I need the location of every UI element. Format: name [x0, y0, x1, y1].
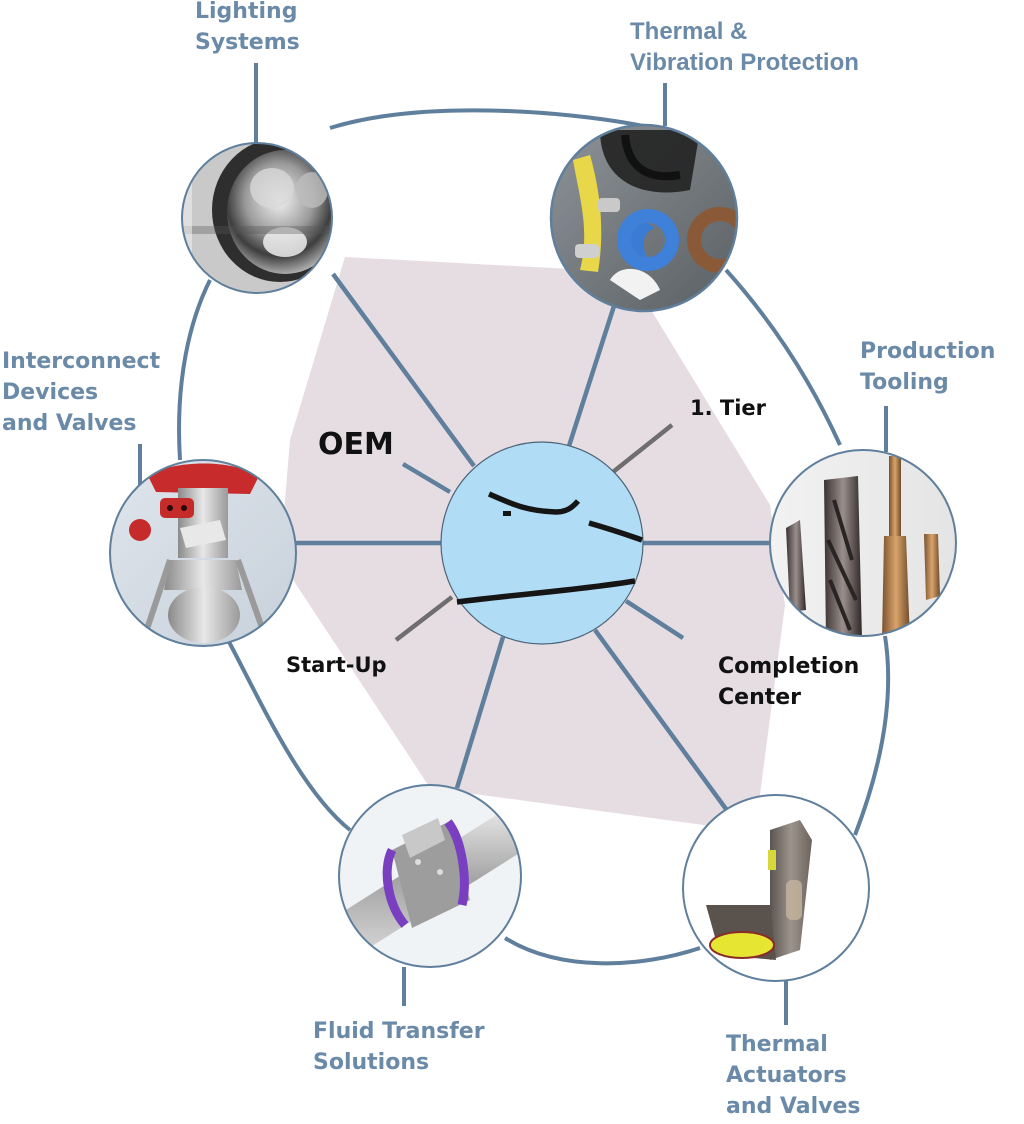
- label-startup: Start-Up: [286, 653, 387, 677]
- aircraft-silhouette-icon: [456, 491, 643, 605]
- connector-completion: [624, 599, 685, 640]
- label-thermal-vibration: Thermal & Vibration Protection: [630, 16, 859, 78]
- label-line: Solutions: [313, 1050, 430, 1075]
- leader-lines: [138, 63, 888, 1025]
- photo-fluid-transfer[interactable]: [330, 784, 540, 968]
- spoke-fluid-transfer: [454, 636, 506, 789]
- label-completion: Completion Center: [718, 651, 859, 713]
- label-line: Completion: [718, 654, 860, 679]
- label-tier1: 1. Tier: [690, 396, 766, 420]
- label-line: Thermal &: [630, 18, 748, 45]
- label-line: Lighting: [195, 0, 298, 24]
- label-line: OEM: [318, 427, 394, 462]
- label-line: Devices: [2, 380, 99, 405]
- label-line: Systems: [195, 30, 300, 55]
- spoke-thermal-actuators: [593, 628, 728, 811]
- outer-ring: [177, 108, 891, 966]
- label-line: Thermal: [726, 1032, 828, 1057]
- label-production-tooling: Production Tooling: [860, 336, 995, 398]
- spoke-lighting: [331, 272, 476, 468]
- connector-startup: [394, 595, 454, 642]
- connector-tier1: [611, 423, 674, 474]
- label-line: Center: [718, 685, 802, 710]
- spokes: [296, 272, 770, 811]
- connector-oem: [401, 462, 452, 494]
- spoke-thermal-vibration: [566, 305, 617, 447]
- label-line: Interconnect: [2, 349, 161, 374]
- label-interconnect: Interconnect Devices and Valves: [2, 346, 160, 439]
- label-oem: OEM: [318, 427, 394, 462]
- photo-lighting[interactable]: [180, 138, 348, 300]
- label-line: Fluid Transfer: [313, 1019, 485, 1044]
- label-line: and Valves: [726, 1094, 861, 1119]
- label-line: and Valves: [2, 411, 137, 436]
- photo-interconnect[interactable]: [108, 458, 300, 650]
- label-line: Vibration Protection: [630, 49, 859, 76]
- label-line: Tooling: [860, 370, 949, 395]
- label-lighting: Lighting Systems: [195, 0, 300, 58]
- label-line: Actuators: [726, 1063, 847, 1088]
- label-line: Production: [860, 339, 996, 364]
- tier-connectors: [394, 423, 674, 642]
- label-line: Start-Up: [286, 653, 387, 677]
- label-line: 1. Tier: [690, 396, 767, 420]
- label-thermal-actuators: Thermal Actuators and Valves: [726, 1029, 860, 1122]
- center-circle: [440, 441, 644, 645]
- photo-thermal-vibration[interactable]: [549, 123, 746, 314]
- label-fluid-transfer: Fluid Transfer Solutions: [313, 1016, 485, 1078]
- photo-thermal-actuators[interactable]: [680, 792, 872, 984]
- photo-production-tooling[interactable]: [768, 448, 960, 640]
